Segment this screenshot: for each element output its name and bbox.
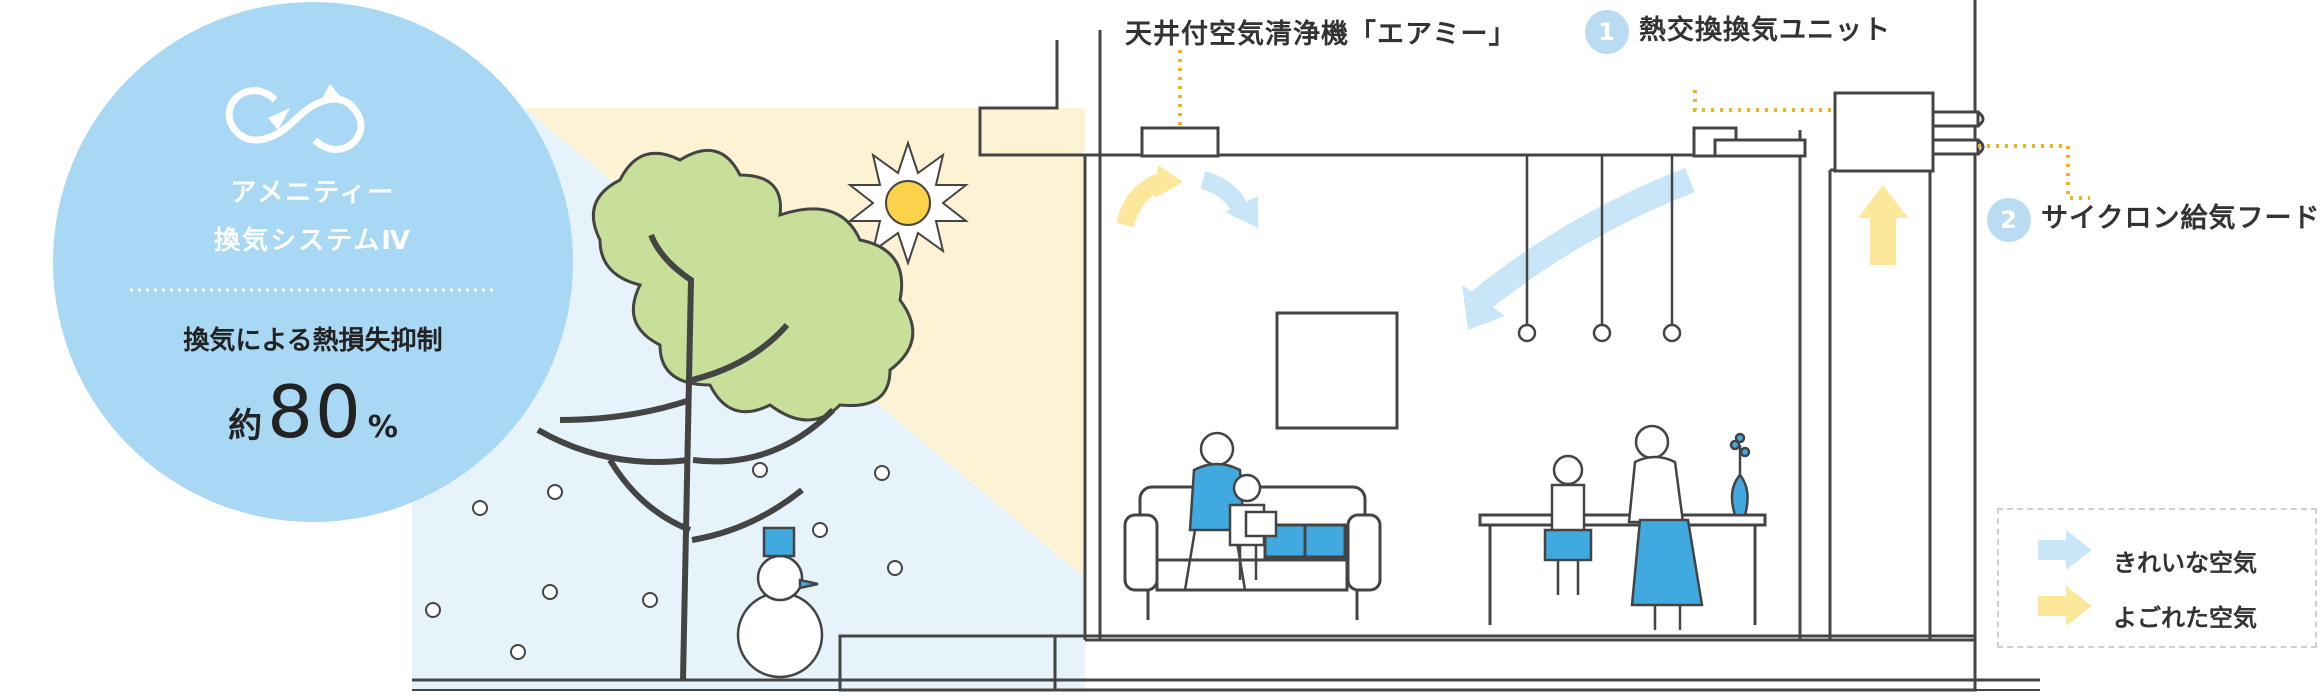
unit2-label: 2 サイクロン給気フード <box>1987 196 2320 242</box>
wall-picture <box>1275 311 1399 430</box>
air-purifier-label: 天井付空気清浄機「エアミー」 <box>1125 19 1517 50</box>
unit2-name: サイクロン給気フード <box>2041 203 2320 234</box>
legend-arrows <box>2038 530 2092 626</box>
dining-table <box>1478 513 1767 625</box>
legend-dirty-air: よごれた空気 <box>2099 598 2257 633</box>
badge-value-group: 約 80 % <box>133 370 493 454</box>
unit1-name: 熱交換換気ユニット <box>1639 15 1891 46</box>
airflow-arrows <box>1116 165 1908 330</box>
badge-circle <box>53 2 573 522</box>
badge-title-line1: アメニティー <box>230 178 396 208</box>
unit1-label: 1 熱交換換気ユニット <box>1585 8 1891 54</box>
badge-value-prefix: 約 <box>228 406 263 446</box>
loop-arrows-icon <box>225 84 365 153</box>
legend: きれいな空気 よごれた空気 <box>1997 508 2317 648</box>
legend-clean-label: きれいな空気 <box>2113 549 2257 577</box>
pendant-lights <box>1517 155 1682 343</box>
mother-and-daughter <box>1543 424 1751 630</box>
leader-lines <box>1178 50 2090 200</box>
snowflakes <box>425 462 903 660</box>
father-and-child <box>1183 431 1278 591</box>
unit2-number: 2 <box>1987 197 2031 242</box>
badge-value: 80 <box>267 370 363 454</box>
tree <box>536 148 915 681</box>
heat-exchange-unit <box>1692 91 1985 173</box>
ceiling-air-purifier <box>1140 126 1220 158</box>
snowman <box>736 526 824 679</box>
badge-subtitle: 換気による熱損失抑制 <box>183 326 443 356</box>
unit1-number: 1 <box>1585 9 1629 54</box>
legend-clean-air: きれいな空気 <box>2099 543 2257 578</box>
legend-dirty-label: よごれた空気 <box>2113 604 2257 632</box>
badge-value-unit: % <box>367 410 398 445</box>
badge-title-line2: 換気システムⅣ <box>214 226 412 256</box>
sun-icon <box>847 139 969 267</box>
